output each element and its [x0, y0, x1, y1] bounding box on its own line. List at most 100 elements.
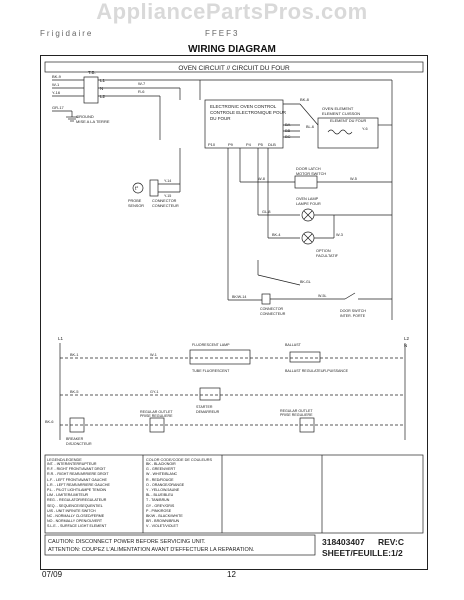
- gy1-label: GY-1: [150, 390, 159, 394]
- ba-pin: BA: [285, 122, 291, 127]
- fluor-label1: FLUORESCENT LAMP: [192, 343, 230, 347]
- legend-item: P.L. - PILOT LIGHT/LAMPE TEMOIN: [47, 488, 107, 493]
- color-item: BK - BLACK/NOIR: [146, 462, 176, 466]
- ground-fr-label: MISE A LA TERRE: [76, 119, 110, 124]
- color-item: BL - BLUE/BLEU: [146, 493, 174, 498]
- wsl-label: W-5L: [318, 294, 327, 298]
- bk8-label: BK-8: [300, 97, 310, 102]
- watermark: AppliancePartsPros.com: [96, 0, 368, 24]
- element-coil-icon: [327, 129, 353, 135]
- color-item: Y - YELLOW/JAUNE: [146, 488, 180, 493]
- ballast-label1: BALLAST: [285, 343, 302, 347]
- lower-n: N: [404, 343, 407, 348]
- caution-line1: CAUTION: DISCONNECT POWER BEFORE SERVICI…: [48, 539, 206, 545]
- color-item: W - WHITE/BLANC: [146, 472, 178, 477]
- bk9-label: BK-9: [52, 74, 62, 79]
- oven-element-box: [317, 117, 379, 149]
- p5-pin: P5: [258, 142, 264, 147]
- bc-pin: BC: [285, 134, 291, 139]
- eoc-line2: CONTROLE ELECTRONIQUE POUR: [210, 110, 287, 115]
- bk5-label: BK-5: [70, 390, 78, 394]
- color-item: P - PINK/ROSE: [146, 508, 172, 513]
- starter-label2: DEMARREUR: [196, 410, 220, 414]
- door-latch-motor: [294, 175, 318, 189]
- p10-pin: P10: [208, 142, 216, 147]
- ground-label: GROUND: [76, 114, 94, 119]
- legend-item: SEQ. - SEQUENCE/SEQUENTIEL: [47, 503, 103, 508]
- dlb-pin: DLB: [268, 142, 276, 147]
- probe-sensor-icon: [132, 182, 144, 194]
- ballast-label2: BALLAST REGULATEUR-PUISSANCE: [285, 369, 349, 373]
- ballast: [289, 351, 321, 363]
- legend-item: NO - NORMALLY OPEN/OUVERT: [47, 519, 103, 524]
- connector-label: CONNECTOR: [260, 307, 283, 311]
- regular-outlet-right: [299, 417, 315, 433]
- p4-pin: P4: [246, 142, 252, 147]
- probe-label1: PROBE: [128, 199, 142, 203]
- reg-outlet-left-label1: REGULAR OUTLET: [140, 410, 173, 414]
- gr17-label: GR-17: [52, 105, 65, 110]
- probe-label2: SENSOR: [128, 204, 144, 208]
- conn-label2: CONNECTEUR: [152, 204, 179, 208]
- oven-lamp-label2: LAMPE FOUR: [296, 202, 321, 206]
- oven-element-label2: ELEMENT CUISSON: [322, 111, 360, 116]
- doc-rev: REV:C: [378, 537, 404, 547]
- probe-glyph: t°: [135, 186, 138, 192]
- legend-item: LIM - LIMITER/LIMITEUR: [47, 493, 89, 498]
- y14-label: Y-14: [164, 179, 171, 183]
- w3-label: W-3: [336, 233, 343, 237]
- reg-outlet-left-label2: PRISE REGULIERE: [140, 414, 173, 418]
- breaker-label1: BREAKER: [66, 437, 84, 441]
- header-model-code: FFEF3: [205, 29, 240, 38]
- door-latch-label1: DOOR LATCH: [296, 167, 321, 171]
- w5-label: W-5: [350, 177, 357, 181]
- legend-item: UIS - UNIT INFINITE SWITCH: [47, 508, 96, 513]
- oven-lamp-label1: OVEN LAMP: [296, 197, 319, 201]
- r6-label: R-6: [138, 89, 145, 94]
- header-brand: Frigidaire: [40, 29, 94, 38]
- y6-label: Y-6: [362, 127, 368, 131]
- page-title: WIRING DIAGRAM: [188, 44, 276, 55]
- probe-connector: [149, 179, 159, 197]
- bb-pin: BB: [285, 128, 291, 133]
- electronic-oven-control: [204, 99, 284, 149]
- legend-item: REG. - REGULATOR/REGULATEUR: [47, 498, 107, 503]
- w1-lower-label: W-1: [150, 353, 157, 357]
- w1-label: W-1: [52, 82, 60, 87]
- caution-line2: ATTENTION: COUPEZ L'ALIMENTATION AVANT D…: [48, 547, 255, 553]
- eoc-line1: ELECTRONIC OVEN CONTROL: [210, 104, 277, 109]
- gl8-label: GL-8: [262, 210, 270, 214]
- legend-item: L.R. - LEFT REAR/ARRIERE GAUCHE: [47, 482, 110, 487]
- legend-box: [44, 454, 424, 534]
- color-item: O - ORANGE/ORANGE: [146, 482, 185, 487]
- lower-l2: L2: [404, 336, 410, 341]
- legend-item: R.R. - RIGHT REAR/ARRIERE DROIT: [47, 472, 109, 477]
- color-item: BR - BROWN/BRUN: [146, 519, 180, 524]
- bkgl-label: BK-GL: [300, 280, 311, 284]
- eoc-line3: DU FOUR: [210, 116, 231, 121]
- oven-element-label3: ELEMENT DU FOUR: [330, 119, 366, 123]
- oven-element-label1: OVEN ELEMENT: [322, 106, 354, 111]
- color-item: BK/W - BLACK/WHITE: [146, 514, 183, 519]
- w7-label: W-7: [138, 81, 146, 86]
- w8-label: W-8: [258, 177, 265, 181]
- bk1-label: BK-1: [70, 353, 78, 357]
- breaker-label2: DISJONCTEUR: [66, 442, 92, 446]
- diagram-frame: [40, 55, 428, 570]
- p9-pin: P9: [228, 142, 234, 147]
- legend-item: S.L.E. - SURFACE LIGHT ELEMENT: [47, 524, 107, 529]
- bkw14-label: BK/W-14: [232, 295, 246, 299]
- n-terminal: N: [100, 86, 103, 91]
- caution-box: [44, 534, 316, 556]
- reg-outlet-right-label2: PRISE REGULIERE: [280, 413, 313, 417]
- doc-sheet: SHEET/FEUILLE:1/2: [322, 548, 403, 558]
- legend-item: NC - NORMALLY CLOSED/FERME: [47, 514, 105, 519]
- terminal-block: [83, 76, 99, 104]
- color-item: R - RED/ROUGE: [146, 477, 174, 482]
- y16-label: Y-16: [52, 90, 61, 95]
- door-latch-label2: MOTOR SWITCH: [296, 172, 326, 176]
- color-item: GY - GREY/GRIS: [146, 503, 175, 508]
- door-switch-label2: INTER. PORTE: [340, 314, 366, 318]
